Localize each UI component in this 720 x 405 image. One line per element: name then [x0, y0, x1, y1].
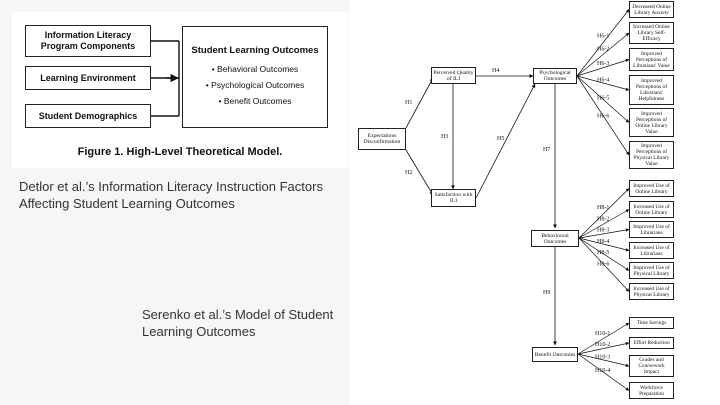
benefit-outcome-box: Grades and Coursework Impact — [629, 355, 674, 377]
arrow-h1 — [405, 77, 434, 129]
hyp-h2: H2 — [405, 170, 412, 176]
expectations-disconfirmation-box: Expectations Disconfirmation — [358, 128, 406, 150]
arrow-h10 — [577, 353, 630, 391]
arrow-h5 — [475, 83, 536, 199]
program-components-box: Information Literacy Program Components — [25, 25, 151, 57]
hyp-h8-label: H8-2 — [597, 216, 609, 222]
hyp-h10-label: H10-1 — [595, 331, 610, 337]
psych-outcome-box: Decreased Online Library Anxiety — [629, 1, 674, 18]
learning-environment-box: Learning Environment — [25, 66, 151, 90]
hyp-h5: H5 — [497, 136, 504, 142]
outcome-behavioral: • Behavioral Outcomes — [211, 64, 299, 74]
figure1-arrows — [151, 40, 180, 117]
hyp-h1: H1 — [405, 100, 412, 106]
benefit-outcome-box: Workforce Preparation — [629, 382, 674, 399]
high-level-theoretical-model-figure: Information Literacy Program Components … — [12, 12, 348, 168]
hyp-h10-label: H10-3 — [595, 355, 610, 361]
hyp-h6-label: H6-3 — [597, 61, 609, 67]
figure1-caption: Figure 1. High-Level Theoretical Model. — [77, 146, 283, 158]
perceived-quality-box: Perceived Quality of ILI — [431, 67, 476, 84]
hyp-h10-label: H10-2 — [595, 342, 610, 348]
arrow-h8 — [578, 237, 630, 271]
outcome-psychological: • Psychological Outcomes — [205, 80, 305, 90]
student-learning-outcomes-box: Student Learning Outcomes • Behavioral O… — [182, 26, 328, 128]
serenko-caption: Serenko et al.’s Model of Student Learni… — [142, 307, 334, 339]
hyp-h7: H7 — [543, 147, 550, 153]
arrow-h10 — [577, 341, 630, 355]
psych-outcome-box: Improved Perceptions of Online Library V… — [629, 108, 674, 137]
arrow-h8 — [578, 209, 630, 239]
arrow-h6 — [576, 75, 630, 156]
hyp-h6-label: H6-4 — [597, 78, 609, 84]
arrow-h8 — [578, 188, 630, 239]
arrow-h6 — [576, 32, 630, 77]
detlor-caption: Detlor et al.’s Information Literacy Ins… — [19, 179, 323, 211]
arrow-h2 — [405, 149, 434, 196]
student-demographics-box: Student Demographics — [25, 104, 151, 128]
psych-outcome-box: Improved Perceptions of Librarians' Valu… — [629, 48, 674, 71]
behav-outcome-box: Increased Use of Physical Library — [629, 283, 674, 300]
hyp-h8-label: H8-5 — [597, 250, 609, 256]
behav-outcome-box: Improved Use of Librarians — [629, 221, 674, 238]
benefit-outcome-box: Time Savings — [629, 317, 674, 329]
hyp-h6-label: H6-2 — [597, 46, 609, 52]
arrow-h10 — [577, 322, 630, 355]
arrow-h8 — [578, 228, 630, 239]
benefit-outcome-box: Effort Reduction — [629, 337, 674, 349]
behav-outcome-box: Increased Use of Online Library — [629, 201, 674, 218]
hyp-h8-label: H8-4 — [597, 239, 609, 245]
arrow-h10 — [577, 353, 630, 367]
hyp-h3: H3 — [441, 134, 448, 140]
behav-outcome-box: Improved Use of Online Library — [629, 180, 674, 197]
hyp-h8-label: H8-1 — [597, 205, 609, 211]
benefit-outcomes-box: Benefit Outcomes — [532, 347, 578, 362]
arrow-h6 — [576, 58, 630, 77]
hyp-h6-label: H6-1 — [597, 33, 609, 39]
outcomes-title: Student Learning Outcomes — [191, 45, 319, 56]
hyp-h6-label: H6-6 — [597, 113, 609, 119]
arrow-h6 — [576, 75, 630, 123]
hyp-h6-label: H6-5 — [597, 96, 609, 102]
psych-outcome-box: Improved Perceptions of Librarians' Help… — [629, 75, 674, 105]
hyp-h9: H9 — [543, 290, 550, 296]
psych-outcome-box: Improved Perceptions of Physical Library… — [629, 141, 674, 169]
arrow-h8 — [578, 237, 630, 252]
behav-outcome-box: Increased Use of Librarians — [629, 242, 674, 259]
satisfaction-box: Satisfaction with ILI — [431, 189, 476, 207]
hyp-h8-label: H8-6 — [597, 261, 609, 267]
arrow-h8 — [578, 237, 630, 292]
arrow-h6 — [576, 75, 630, 91]
hyp-h4: H4 — [492, 68, 499, 74]
behavioural-outcomes-box: Behavioural Outcomes — [531, 230, 579, 247]
behav-outcome-box: Improved Use of Physical Library — [629, 262, 674, 279]
hyp-h8-label: H8-3 — [597, 227, 609, 233]
psych-outcome-box: Increased Online Library Self-Efficacy — [629, 22, 674, 44]
hyp-h10-label: H10-4 — [595, 368, 610, 374]
left-panel: Information Literacy Program Components … — [0, 0, 349, 405]
arrow-h6 — [576, 9, 630, 77]
psychological-outcomes-box: Psychological Outcomes — [533, 68, 577, 84]
outcome-benefit: • Benefit Outcomes — [218, 96, 292, 106]
